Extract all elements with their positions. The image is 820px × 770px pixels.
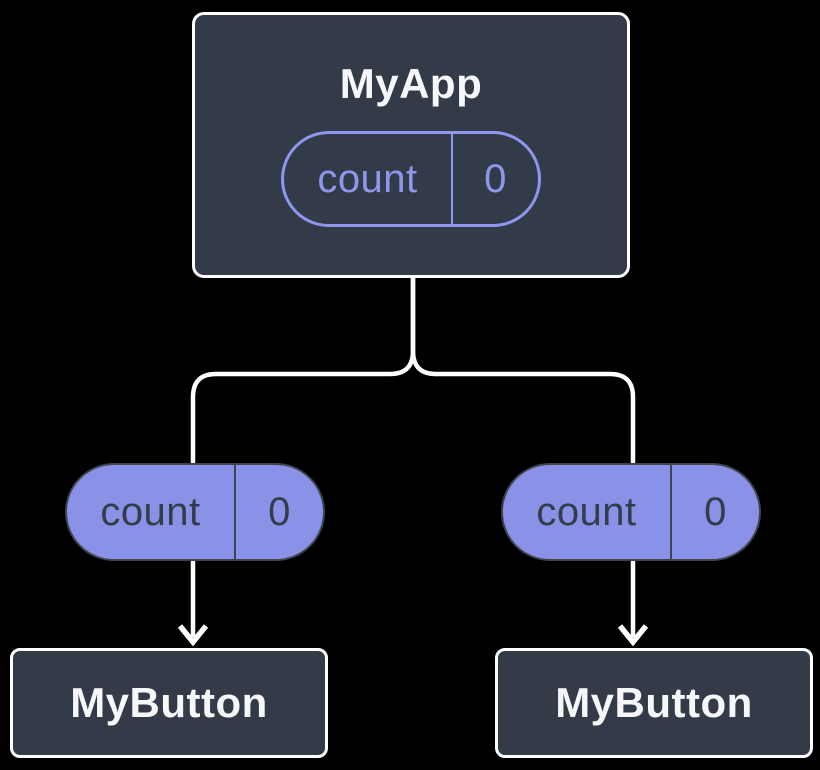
state-pill-key: count [284,134,453,224]
child-node-title: MyButton [555,679,753,726]
state-pill: count 0 [281,131,541,227]
child-node-left: MyButton [10,648,328,758]
tree-branch-right [410,276,636,637]
child-node-right: MyButton [495,648,813,758]
prop-pill-right: count 0 [501,463,761,561]
child-node-title: MyButton [70,679,268,726]
prop-pill-left: count 0 [65,463,325,561]
prop-pill-key: count [67,465,236,559]
prop-pill-key: count [503,465,672,559]
state-pill-value: 0 [484,157,507,201]
arrow-down-icon [177,624,209,647]
tree-branch-left [190,276,416,637]
root-component-node: MyApp count 0 [192,12,630,278]
prop-pill-value: 0 [268,490,291,534]
arrow-down-icon [617,624,649,647]
root-node-title: MyApp [339,60,483,107]
prop-pill-value: 0 [704,490,727,534]
